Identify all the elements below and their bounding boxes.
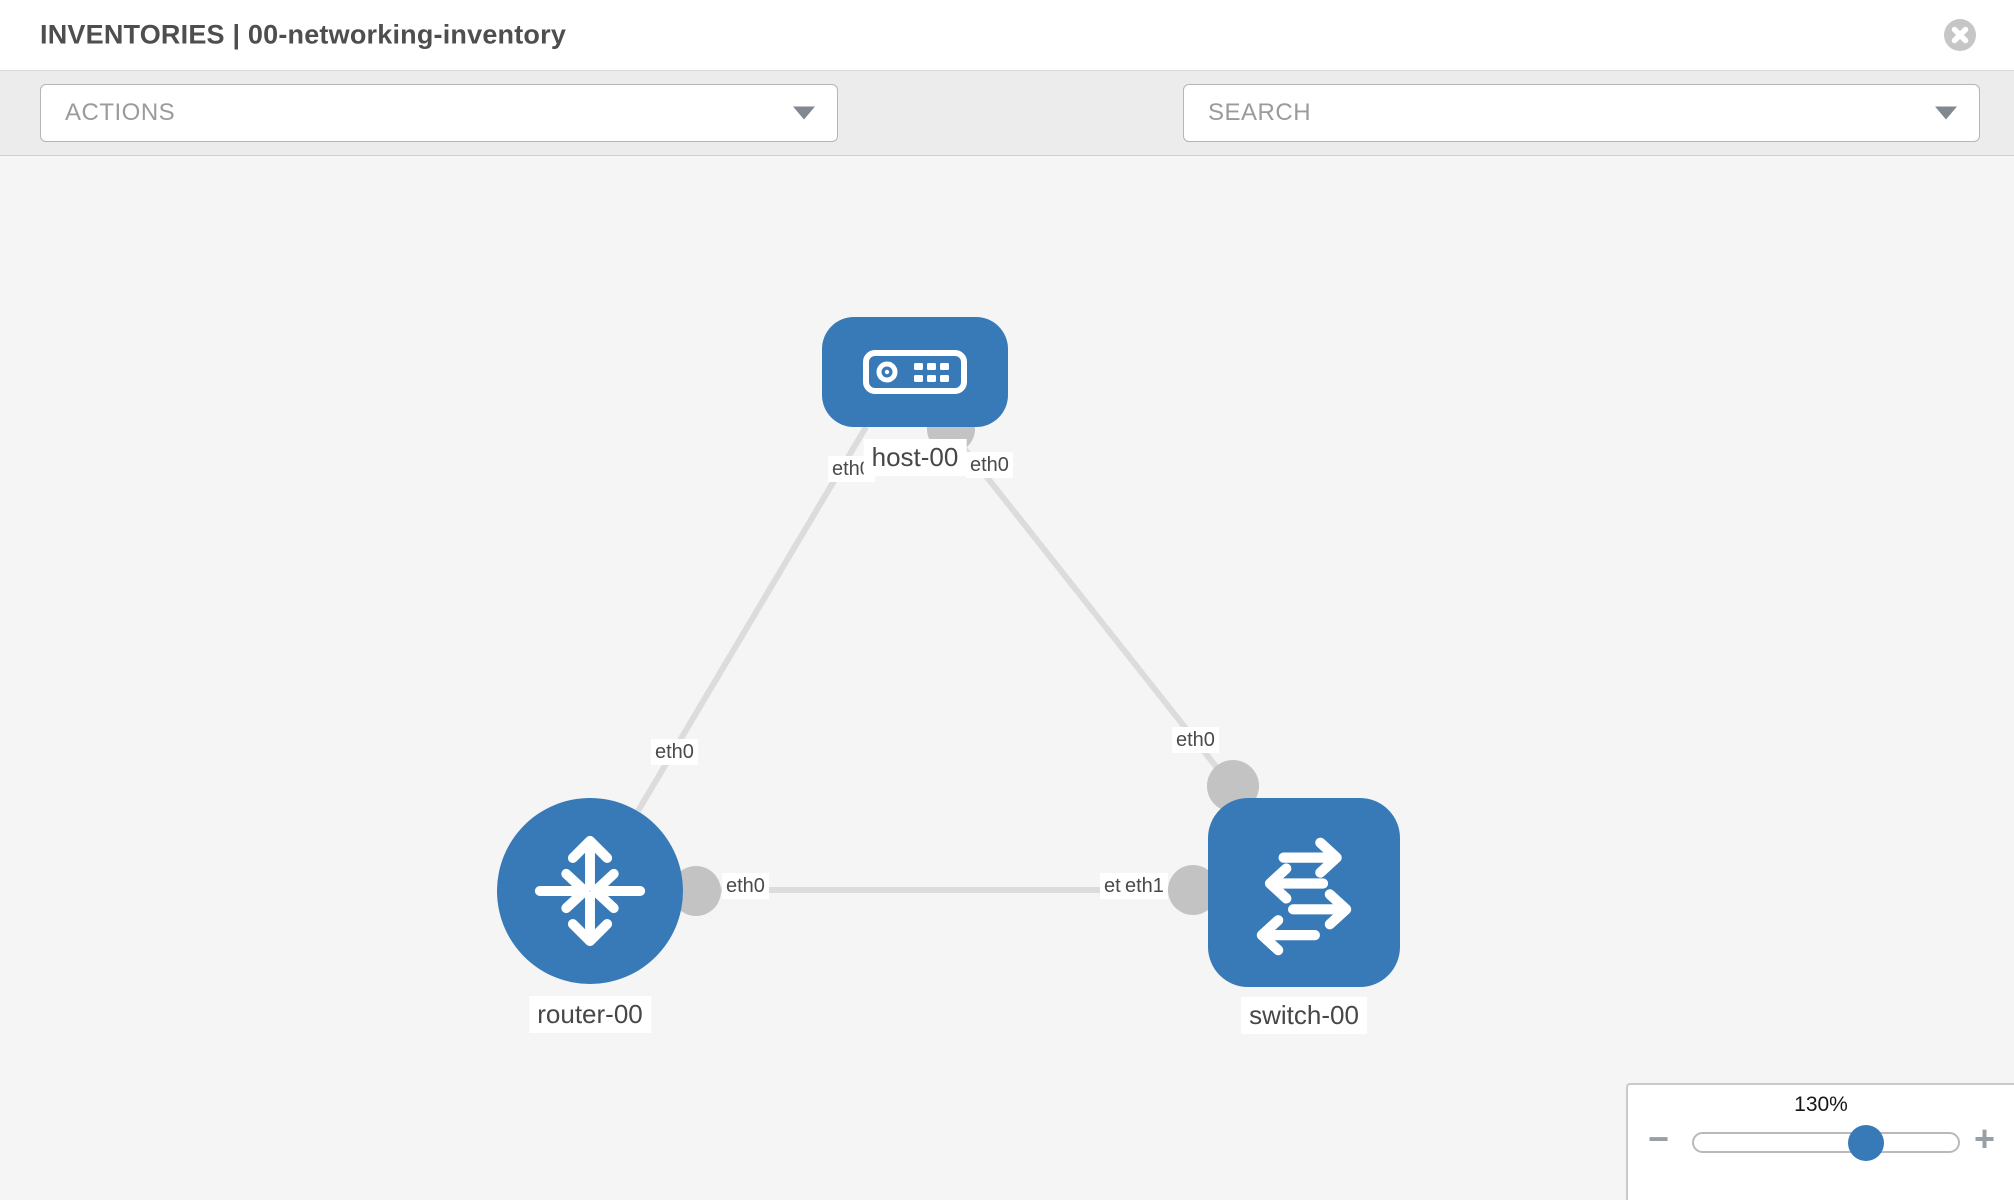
topology-graph bbox=[635, 405, 1259, 916]
if-label-router-link-eth0: eth0 bbox=[651, 739, 698, 765]
if-label-switch-eth1: eth1 bbox=[1121, 873, 1168, 899]
chevron-down-icon bbox=[1935, 106, 1957, 120]
page-title: INVENTORIES | 00-networking-inventory bbox=[40, 19, 567, 50]
zoom-level-value: 130% bbox=[1794, 1093, 1848, 1116]
zoom-panel: 130% − + bbox=[1626, 1083, 2014, 1200]
node-label-switch-00: switch-00 bbox=[1241, 997, 1367, 1034]
topology-canvas[interactable]: host-00 router-00 switch-00 eth0 eth0 et… bbox=[0, 156, 2014, 1200]
zoom-slider-handle[interactable] bbox=[1848, 1125, 1884, 1161]
connector-router-eth0 bbox=[671, 866, 721, 916]
zoom-in-button[interactable]: + bbox=[1974, 1118, 1996, 1159]
close-icon bbox=[1951, 26, 1969, 44]
if-label-switch-link-eth0: eth0 bbox=[1172, 727, 1219, 753]
search-box[interactable] bbox=[1183, 84, 1980, 142]
node-router-00[interactable] bbox=[497, 798, 683, 984]
search-input[interactable] bbox=[1208, 99, 1888, 127]
node-label-host-00: host-00 bbox=[863, 439, 967, 476]
switch-icon bbox=[1256, 837, 1352, 955]
node-host-00[interactable] bbox=[822, 317, 1008, 427]
if-label-router-eth0: eth0 bbox=[722, 873, 769, 899]
connector-switch-eth1 bbox=[1168, 865, 1218, 915]
close-button[interactable] bbox=[1944, 19, 1976, 51]
actions-dropdown-label: ACTIONS bbox=[65, 99, 176, 126]
actions-dropdown[interactable]: ACTIONS bbox=[40, 84, 838, 142]
host-icon bbox=[863, 350, 967, 394]
toolbar: ACTIONS bbox=[0, 70, 2014, 200]
node-label-router-00: router-00 bbox=[529, 996, 651, 1033]
chevron-down-icon bbox=[793, 106, 815, 120]
zoom-out-button[interactable]: − bbox=[1648, 1118, 1670, 1159]
node-switch-00[interactable] bbox=[1208, 798, 1400, 987]
if-label-host-eth0-right: eth0 bbox=[966, 452, 1013, 478]
zoom-slider-track[interactable] bbox=[1692, 1132, 1960, 1153]
router-icon bbox=[534, 835, 646, 947]
header: INVENTORIES | 00-networking-inventory bbox=[0, 0, 2014, 70]
